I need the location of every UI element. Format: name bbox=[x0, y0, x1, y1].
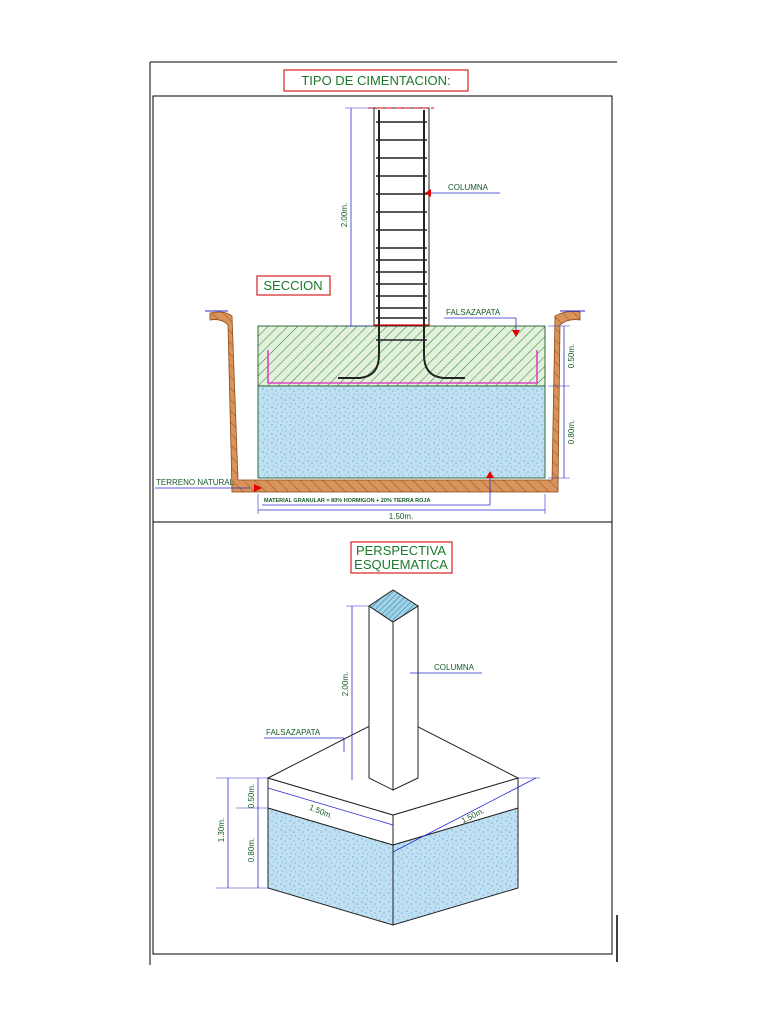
section-label-material: MATERIAL GRANULAR = 80% HORMIGON + 20% T… bbox=[264, 498, 430, 504]
perspective-title-line1: PERSPECTIVA bbox=[356, 543, 446, 558]
perspective-title-box bbox=[350, 541, 453, 574]
dim-material-height: 0.80m. bbox=[567, 420, 576, 444]
columna-arrow bbox=[425, 189, 431, 197]
drawing-frame bbox=[152, 95, 613, 955]
section-title: SECCION bbox=[263, 278, 322, 293]
terreno-arrow bbox=[254, 484, 262, 492]
perspective-dim-bottom-height: 0.80m. bbox=[247, 838, 256, 862]
perspective-dim-column-height: 2.00m. bbox=[341, 672, 350, 696]
section-view: SECCION COLUMNA FALSAZAPATA TERRENO NATU… bbox=[155, 107, 585, 521]
column-left-face bbox=[368, 605, 394, 791]
column-section bbox=[373, 107, 430, 327]
rebar-hook-left bbox=[338, 354, 380, 379]
column-stirrups bbox=[376, 121, 427, 341]
column-right-face bbox=[392, 605, 419, 791]
perspective-label-falsazapata: FALSAZAPATA bbox=[266, 728, 321, 737]
section-label-columna: COLUMNA bbox=[448, 183, 489, 192]
page-title-text: TIPO DE CIMENTACION: bbox=[301, 73, 450, 88]
perspective-dim-top-height: 0.50m. bbox=[247, 784, 256, 808]
section-label-terreno: TERRENO NATURAL bbox=[156, 478, 235, 487]
perspective-title-line2: ESQUEMATICA bbox=[354, 557, 448, 572]
soil-excavation bbox=[209, 311, 581, 493]
page-title: TIPO DE CIMENTACION: bbox=[283, 69, 469, 92]
base-stirrup bbox=[267, 350, 538, 384]
falsazapata-block bbox=[257, 325, 546, 387]
dim-falsa-height: 0.50m. bbox=[567, 344, 576, 368]
page-title-box bbox=[283, 69, 469, 92]
section-title-box bbox=[256, 275, 331, 296]
p-dim-line-side bbox=[392, 777, 537, 853]
section-label-falsazapata: FALSAZAPATA bbox=[446, 308, 501, 317]
dim-column-height: 2.00m. bbox=[340, 203, 349, 227]
falsazapata-arrow bbox=[512, 330, 520, 337]
perspective-dim-total-height: 1.30m. bbox=[217, 818, 226, 842]
rebar-hook-right bbox=[423, 354, 465, 379]
perspective-label-columna: COLUMNA bbox=[434, 663, 475, 672]
dim-width: 1.50m. bbox=[389, 512, 413, 521]
column-top-face bbox=[368, 589, 419, 623]
p-dim-line-front bbox=[267, 787, 394, 826]
perspective-view: PERSPECTIVA ESQUEMATICA COLUMNA FALSAZAP… bbox=[216, 541, 540, 926]
material-arrow bbox=[486, 471, 494, 478]
granular-material-block bbox=[257, 385, 546, 479]
